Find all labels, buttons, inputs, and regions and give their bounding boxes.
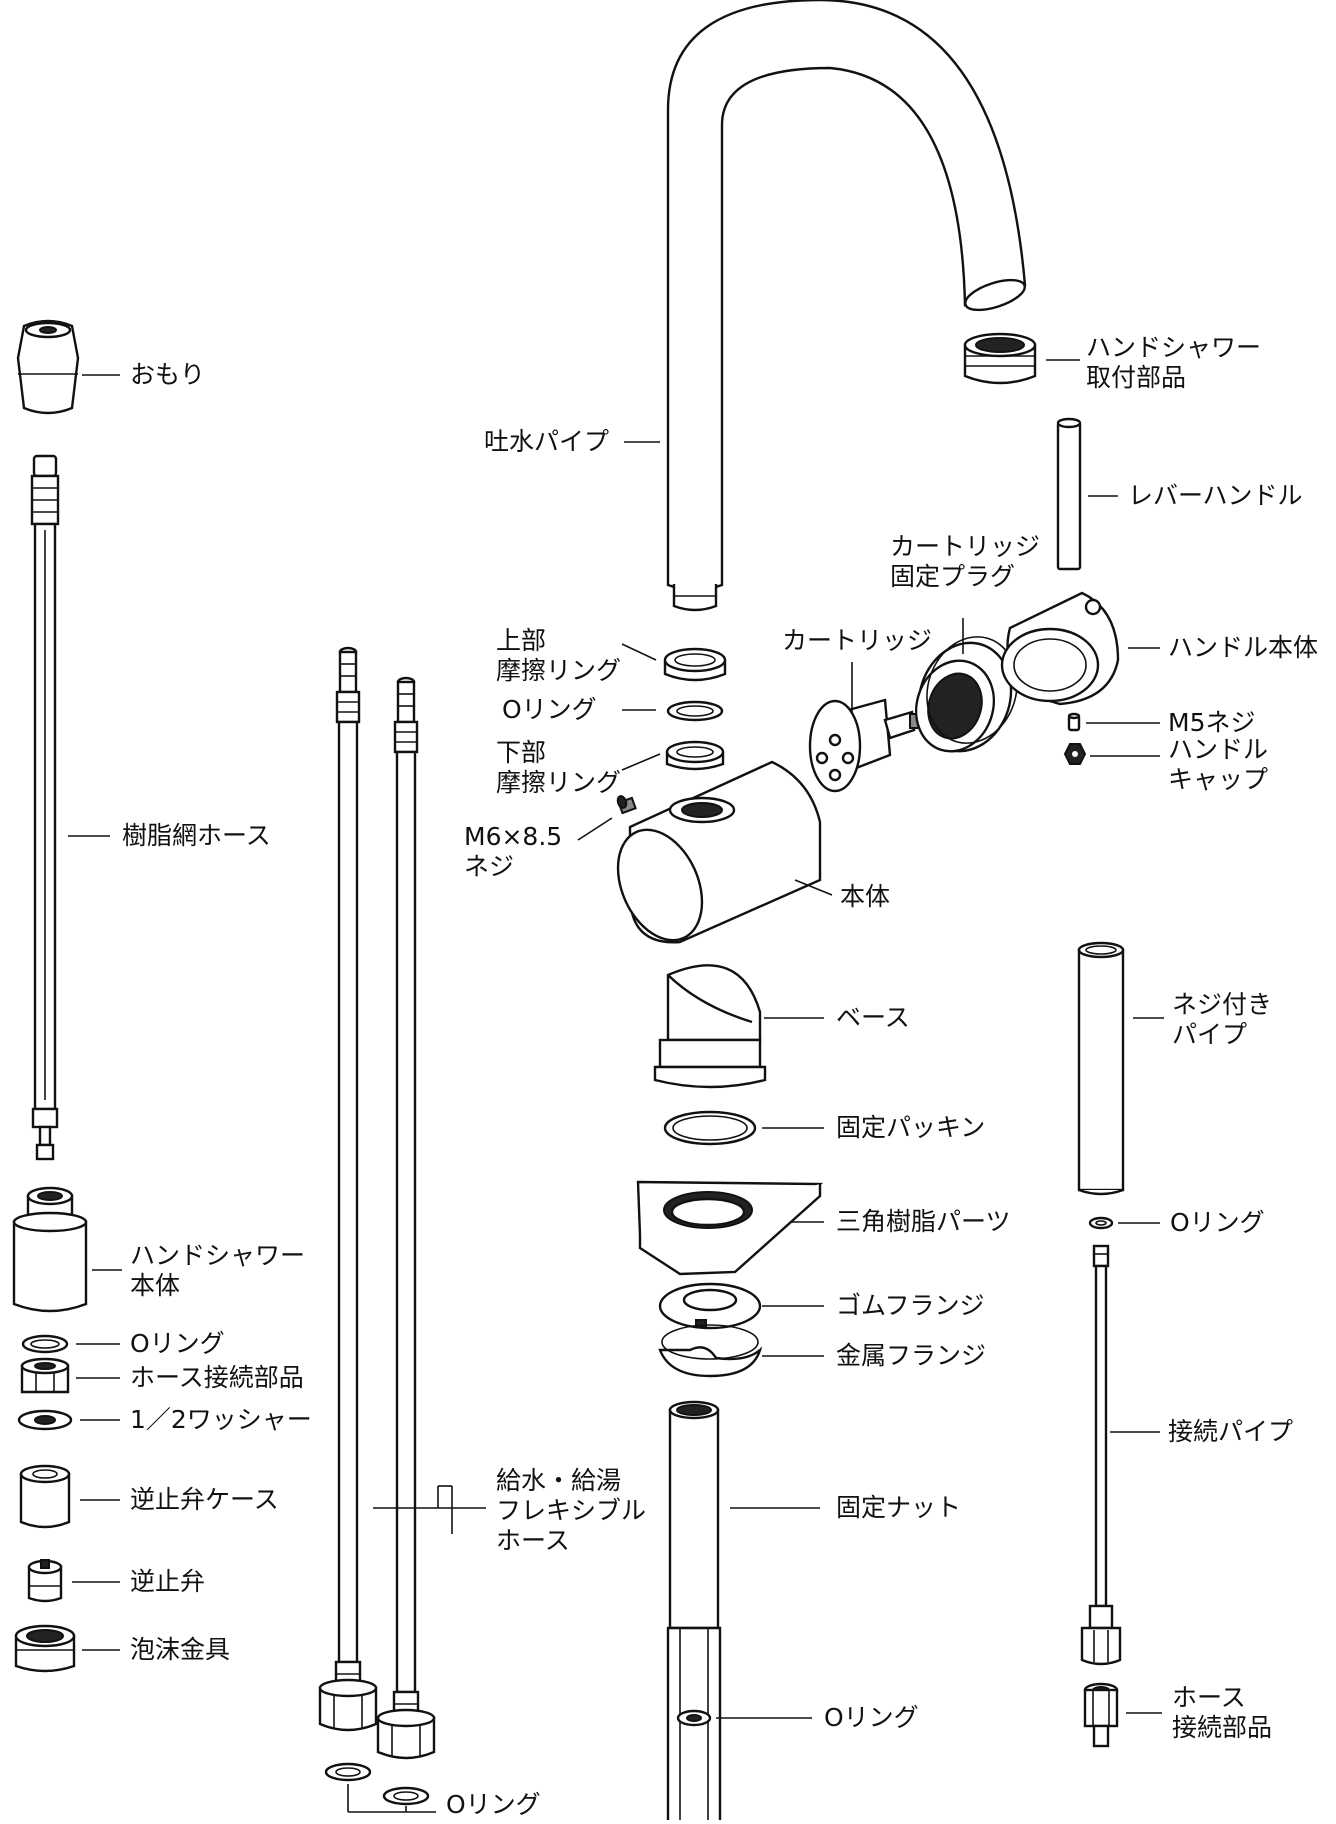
label-body: 本体 <box>840 882 891 911</box>
aerator-part <box>14 1624 76 1673</box>
base-part <box>653 964 767 1089</box>
lower-friction-ring-part <box>665 740 725 771</box>
label-hand-shower-mount-line2: 取付部品 <box>1086 363 1187 392</box>
supply-hose-right-part <box>376 676 436 1760</box>
label-rubber-flange: ゴムフランジ <box>836 1291 985 1320</box>
label-hand-shower-mount-line1: ハンドシャワー <box>1086 333 1262 362</box>
label-o-ring-right: Oリング <box>1170 1208 1265 1237</box>
label-cartridge: カートリッジ <box>782 626 933 655</box>
label-screw-m6-line2: ネジ <box>464 852 515 881</box>
handle-body-part <box>1000 591 1120 706</box>
threaded-pipe-part <box>1077 941 1125 1196</box>
label-hand-shower-body-line2: 本体 <box>130 1271 181 1300</box>
label-threaded-pipe-line2: パイプ <box>1172 1020 1248 1049</box>
label-o-ring-bottom-center: Oリング <box>824 1703 919 1732</box>
handle-cap-part <box>1063 743 1087 765</box>
hand-shower-mount-part <box>963 332 1037 385</box>
label-aerator: 泡沫金具 <box>130 1635 231 1664</box>
rubber-flange-part <box>658 1282 762 1330</box>
cartridge-part <box>808 698 925 793</box>
lever-handle-part <box>1056 417 1082 571</box>
label-base: ベース <box>836 1003 910 1032</box>
label-washer-half-inch: 1／2ワッシャー <box>130 1405 312 1434</box>
weight-part <box>16 319 80 415</box>
label-hose-connector-right-line2: 接続部品 <box>1172 1713 1273 1742</box>
label-weight: おもり <box>130 360 206 389</box>
check-valve-case-part <box>19 1464 71 1529</box>
label-resin-mesh-hose: 樹脂網ホース <box>122 821 271 850</box>
label-o-ring-bottom-left: Oリング <box>446 1790 541 1819</box>
label-lower-friction-ring-line1: 下部 <box>496 738 547 767</box>
upper-friction-ring-part <box>663 647 727 682</box>
label-hose-connector-right-line1: ホース <box>1172 1683 1246 1712</box>
label-lower-friction-ring-line2: 摩擦リング <box>496 768 622 797</box>
label-metal-flange: 金属フランジ <box>836 1341 987 1370</box>
label-supply-hose-line2: フレキシブル <box>496 1496 647 1525</box>
o-ring-bottom-left-b-part <box>382 1786 430 1806</box>
label-connection-pipe: 接続パイプ <box>1168 1417 1294 1446</box>
label-lever-handle: レバーハンドル <box>1128 481 1303 510</box>
screw-m6-part <box>616 795 637 815</box>
label-handle-body: ハンドル本体 <box>1168 633 1319 662</box>
triangle-resin-part <box>636 1180 824 1276</box>
hose-connector-right-part <box>1083 1682 1119 1748</box>
o-ring-bottom-left-a-part <box>324 1762 372 1782</box>
label-spout-pipe: 吐水パイプ <box>484 427 610 456</box>
faucet-body-part <box>616 760 822 944</box>
label-hose-connector-left: ホース接続部品 <box>130 1363 304 1392</box>
hose-connector-left-part <box>20 1357 70 1394</box>
label-handle-cap-line2: キャップ <box>1168 765 1269 794</box>
label-handle-cap-line1: ハンドル <box>1168 735 1269 764</box>
label-screw-m5: M5ネジ <box>1168 708 1256 737</box>
supply-hose-left-part <box>318 646 378 1732</box>
o-ring-left-part <box>21 1334 69 1354</box>
o-ring-right-part <box>1088 1216 1114 1230</box>
label-hand-shower-body-line1: ハンドシャワー <box>130 1241 306 1270</box>
hand-shower-body-part <box>12 1186 88 1313</box>
fixing-nut-part <box>666 1400 722 1824</box>
spout-pipe-part <box>666 0 1027 612</box>
check-valve-part <box>27 1559 63 1603</box>
label-check-valve: 逆止弁 <box>130 1567 206 1596</box>
label-supply-hose-line1: 給水・給湯 <box>496 1466 622 1495</box>
screw-m5-part <box>1067 712 1081 732</box>
label-check-valve-case: 逆止弁ケース <box>130 1485 279 1514</box>
label-supply-hose-line3: ホース <box>496 1526 570 1555</box>
metal-flange-part <box>658 1324 763 1378</box>
label-cartridge-plug-line2: 固定プラグ <box>890 562 1016 591</box>
label-o-ring-left: Oリング <box>130 1329 225 1358</box>
label-fixing-nut: 固定ナット <box>836 1493 962 1522</box>
label-screw-m6-line1: M6×8.5 <box>464 822 563 851</box>
o-ring-center-part <box>666 700 724 722</box>
resin-mesh-hose-part <box>30 454 60 1161</box>
label-triangle-resin-part: 三角樹脂パーツ <box>836 1207 1011 1236</box>
label-cartridge-plug-line1: カートリッジ <box>890 532 1041 561</box>
label-upper-friction-ring-line1: 上部 <box>496 626 547 655</box>
label-upper-friction-ring-line2: 摩擦リング <box>496 656 622 685</box>
label-o-ring-center: Oリング <box>502 695 597 724</box>
label-threaded-pipe-line1: ネジ付き <box>1172 990 1273 1019</box>
fixing-packing-part <box>663 1110 757 1146</box>
cartridge-plug-part <box>914 636 1018 753</box>
connection-pipe-part <box>1080 1244 1122 1666</box>
label-fixing-packing: 固定パッキン <box>836 1113 986 1142</box>
